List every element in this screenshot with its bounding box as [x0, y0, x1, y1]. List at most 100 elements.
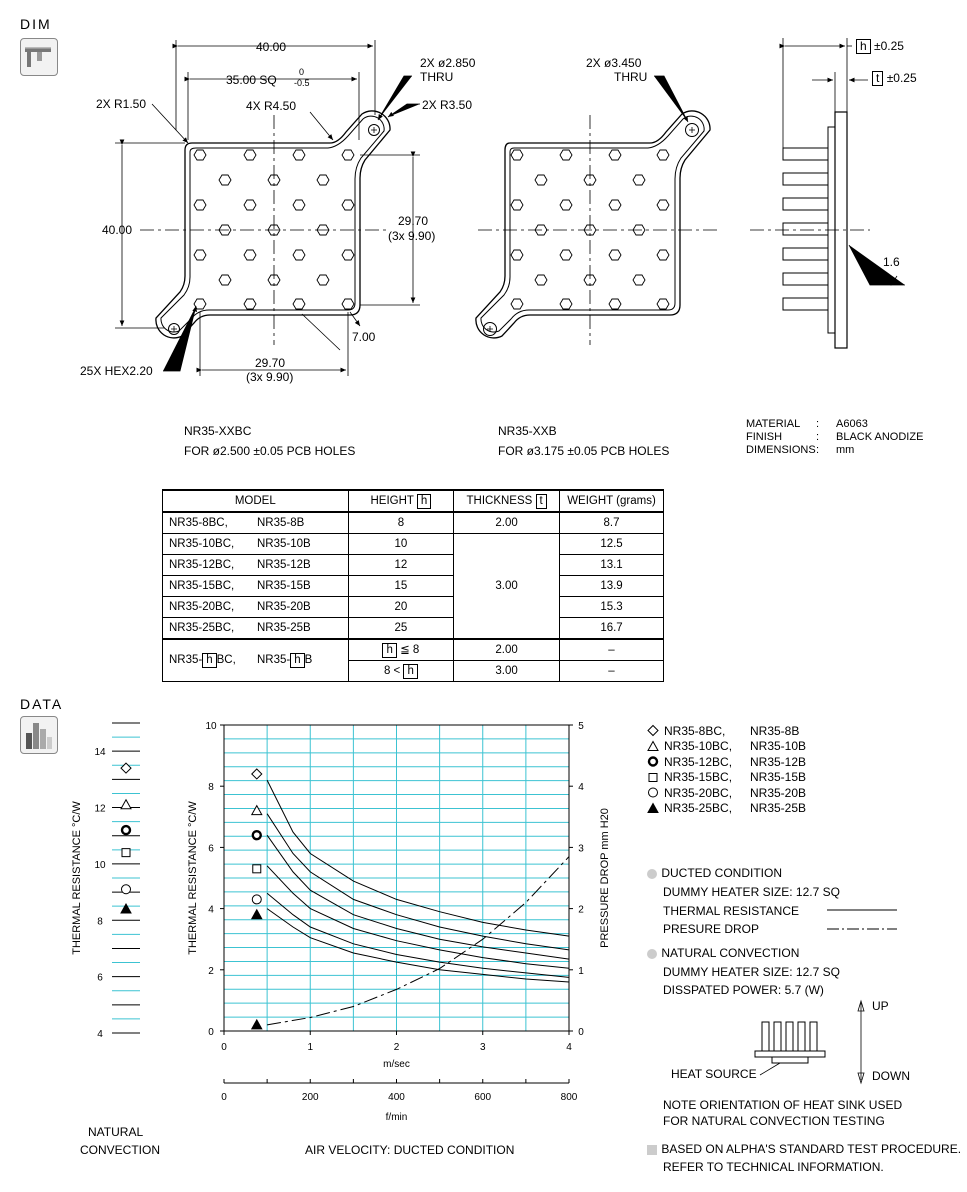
natural-condition: NATURAL CONVECTION — [646, 946, 799, 960]
ducted-point — [250, 1018, 263, 1030]
natural-heater: DUMMY HEATER SIZE: 12.7 SQ — [663, 965, 840, 979]
model-cell: NR35-12BC,NR35-12B — [162, 554, 349, 576]
weight-cell: – — [559, 638, 664, 661]
weight-cell: 13.9 — [559, 575, 664, 597]
nc-y-label: THERMAL RESISTANCE °C/W — [71, 801, 83, 955]
weight-cell: 15.3 — [559, 596, 664, 618]
circle-open-icon — [648, 787, 658, 798]
model-bc: NR35-15BC, — [169, 580, 235, 592]
nc-point — [120, 798, 132, 810]
y-axis-label: THERMAL RESISTANCE °C/W — [187, 801, 199, 955]
dim-pitch-v-note: (3x 9.90) — [388, 229, 436, 243]
colon: : — [816, 444, 820, 456]
t-tolerance: ±0.25 — [886, 71, 917, 85]
weight-cell: 16.7 — [559, 617, 664, 640]
legend-model-bc: NR35-8BC, — [664, 723, 726, 738]
dim-seven: 7.00 — [352, 330, 376, 344]
dim-pitch-v: 29.70 — [398, 214, 429, 228]
table-header-row: MODEL HEIGHT h THICKNESS t WEIGHT (grams… — [162, 489, 664, 513]
legend-item: NR35-12BC,NR35-12B — [646, 754, 806, 770]
ducted-point — [251, 829, 262, 841]
legend-model-bc: NR35-10BC, — [664, 739, 733, 754]
legend-model-bc: NR35-20BC, — [664, 785, 733, 800]
thermal-resistance-line — [266, 908, 570, 983]
table-row: NR35-20BC,NR35-20B 20 15.3 — [162, 596, 664, 618]
model-cell: NR35-10BC,NR35-10B — [162, 533, 349, 555]
y-tick-label: 8 — [208, 782, 214, 793]
thermal-resistance-line — [266, 892, 570, 978]
nc-tick-label: 8 — [97, 916, 103, 927]
thermal-resistance-line — [266, 834, 570, 960]
ducted-heater: DUMMY HEATER SIZE: 12.7 SQ — [663, 885, 840, 899]
h-symbol: h — [416, 493, 432, 509]
legend-model-b: NR35-20B — [750, 785, 807, 800]
height-cell: 25 — [347, 617, 455, 640]
model-b: NR35-10B — [257, 538, 311, 550]
x2-tick-label: 800 — [561, 1092, 578, 1103]
weight-cell: 12.5 — [559, 533, 664, 555]
thermal-line-label: THERMAL RESISTANCE — [663, 904, 800, 918]
square-open-icon — [648, 772, 658, 782]
nc-tick-label: 12 — [94, 804, 106, 815]
bar-chart-icon — [20, 716, 58, 754]
dim-hole2: 2X ø3.450 — [586, 56, 642, 70]
legend-marker — [647, 725, 659, 737]
legend-model-bc: NR35-25BC, — [664, 801, 733, 816]
dissipated-power: DISSPATED POWER: 5.7 (W) — [663, 983, 824, 997]
dim-section-title: DIM — [20, 16, 52, 32]
x2-tick-label: 400 — [388, 1092, 405, 1103]
nc-tick-label: 6 — [97, 973, 103, 984]
dim-hole1-thru: THRU — [420, 70, 454, 84]
model-cell: NR35-8BC,NR35-8B — [162, 511, 349, 534]
nc-point — [120, 902, 132, 914]
nc-point — [120, 762, 132, 774]
up-label: UP — [872, 999, 889, 1013]
model-cell: NR35-15BC,NR35-15B — [162, 575, 349, 597]
ducted-point — [251, 894, 262, 905]
header-thickness: THICKNESS t — [453, 489, 561, 513]
line-style-samples — [827, 909, 897, 930]
x2-tick-label: 0 — [221, 1092, 227, 1103]
triangle-open-icon — [647, 740, 659, 751]
dim-r450: 4X R4.50 — [246, 99, 297, 113]
natural-condition-label: NATURAL CONVECTION — [661, 946, 800, 960]
model-b: NR35-20B — [257, 601, 311, 613]
height-cell: 15 — [347, 575, 455, 597]
model-table: MODEL HEIGHT h THICKNESS t WEIGHT (grams… — [162, 489, 664, 682]
model-prefix: NR35- — [169, 654, 203, 666]
variant-desc-xxb: FOR ø3.175 ±0.05 PCB HOLES — [498, 444, 670, 458]
pressure-line-label: PRESURE DROP — [663, 922, 760, 936]
dim-hole1: 2X ø2.850 — [420, 56, 476, 70]
ducted-point — [250, 908, 263, 920]
dim-r150: 2X R1.50 — [96, 97, 147, 111]
plate-xxb — [475, 75, 720, 345]
height-cell: 12 — [347, 554, 455, 576]
side-view — [750, 38, 905, 349]
table-row: NR35-25BC,NR35-25B 25 16.7 — [162, 617, 664, 640]
model-bc: NR35-25BC, — [169, 622, 235, 634]
y2-axis-label: PRESSURE DROP mm H20 — [599, 808, 611, 948]
legend-marker — [648, 787, 658, 798]
y2-tick-label: 1 — [578, 966, 584, 977]
thermal-resistance-line — [266, 865, 570, 969]
y-tick-label: 2 — [208, 966, 214, 977]
y-tick-label: 0 — [208, 1027, 214, 1038]
header-thickness-label: THICKNESS — [466, 494, 533, 507]
orientation-diagram — [754, 999, 865, 1085]
finish-value: BLACK ANODIZE — [836, 431, 924, 443]
legend-marker — [647, 756, 659, 767]
material-value: A6063 — [836, 418, 868, 430]
nc-tick-label: 4 — [97, 1029, 103, 1040]
ring-bold-icon — [647, 756, 659, 767]
t-symbol: t — [535, 493, 547, 509]
bullet-icon — [647, 868, 657, 879]
dimensions-value: mm — [836, 444, 855, 456]
dim-sq-tol-upper: 0 — [299, 67, 305, 77]
y2-tick-label: 2 — [578, 905, 584, 916]
x2-tick-label: 200 — [302, 1092, 319, 1103]
table-row: NR35-12BC,NR35-12B 12 13.1 — [162, 554, 664, 576]
legend-marker — [647, 802, 659, 813]
x-tick-label: 4 — [566, 1042, 572, 1053]
model-b: NR35-12B — [257, 559, 311, 571]
legend-model-b: NR35-25B — [750, 801, 807, 816]
